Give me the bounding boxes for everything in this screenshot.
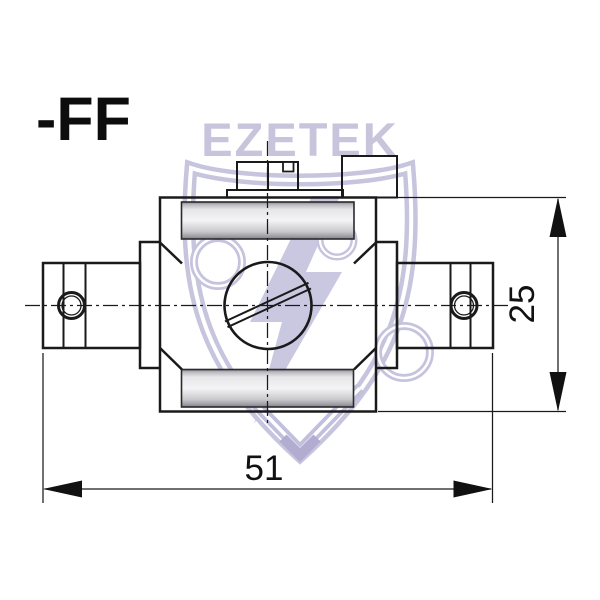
watermark: EZETEK bbox=[182, 113, 434, 465]
part-label: -FF bbox=[36, 85, 131, 153]
chamfer-top-right bbox=[353, 241, 377, 265]
screw-slot-line-1 bbox=[224, 281, 309, 323]
chamfer-bottom-left bbox=[159, 347, 183, 371]
arrow-left-icon bbox=[43, 480, 82, 498]
dim-value-width: 51 bbox=[245, 449, 284, 488]
top-tab-notch bbox=[282, 161, 295, 173]
chamfer-top-left bbox=[159, 241, 183, 265]
watermark-shield-logo bbox=[182, 159, 434, 465]
arrow-right-icon bbox=[453, 480, 493, 498]
curl-right-inner bbox=[376, 324, 432, 380]
arrow-up-icon bbox=[549, 197, 567, 237]
dimension-width: 51 bbox=[42, 353, 494, 503]
shield-chevron-small bbox=[279, 434, 321, 463]
screw-slot-line-2 bbox=[227, 287, 312, 329]
lightning-bolt-icon bbox=[250, 196, 342, 424]
watermark-text: EZETEK bbox=[201, 113, 398, 166]
dimension-height: 25 bbox=[378, 196, 567, 413]
arrow-down-icon bbox=[549, 372, 567, 412]
dim-value-height: 25 bbox=[503, 285, 542, 324]
chamfer-bottom-right bbox=[353, 347, 377, 371]
